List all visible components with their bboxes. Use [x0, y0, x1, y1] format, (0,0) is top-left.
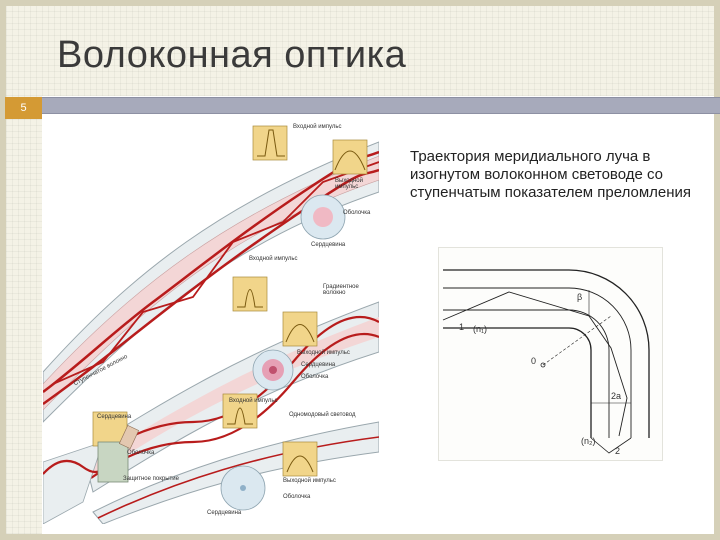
- fiber-types-illustration: Входной импульс Выходной импульс Оболочк…: [43, 122, 379, 524]
- left-strip: [0, 0, 42, 540]
- bent-fiber-drawing: [442, 269, 650, 454]
- label-n2: (n₂): [581, 436, 596, 446]
- title-rule: [42, 97, 720, 114]
- label-cladding-1: Оболочка: [343, 210, 371, 216]
- label-cladding-4: Оболочка: [283, 494, 311, 500]
- slide-title: Волоконная оптика: [57, 34, 407, 76]
- label-core-3: Сердцевина: [97, 414, 132, 420]
- label-output-pulse-3: Выходной импульс: [283, 478, 336, 484]
- bent-fiber-diagram: 1 (n₁) 0 β 2a (n₂) 2: [438, 247, 663, 461]
- fiber-drawing: [43, 125, 379, 524]
- label-2a: 2a: [611, 391, 622, 401]
- slide-number: 5: [5, 97, 42, 119]
- label-output-pulse-2: Выходной импульс: [297, 350, 350, 356]
- figure-caption: Траектория меридиального луча в изогнуто…: [410, 148, 692, 201]
- label-two: 2: [615, 446, 621, 456]
- label-core-1: Сердцевина: [311, 242, 346, 248]
- label-zero: 0: [531, 356, 537, 366]
- label-core-4: Сердцевина: [207, 510, 242, 516]
- label-input-pulse-1: Входной импульс: [293, 124, 342, 130]
- label-input-pulse-2: Входной импульс: [249, 256, 298, 262]
- label-single-mode: Одномодовый световод: [289, 412, 356, 418]
- label-beta: β: [577, 292, 583, 302]
- label-n1: (n₁): [473, 324, 488, 334]
- label-cladding-3: Оболочка: [127, 450, 155, 456]
- label-cladding-2: Оболочка: [301, 374, 329, 380]
- label-protective: Защитное покрытие: [123, 476, 179, 482]
- label-core-2: Сердцевина: [301, 362, 336, 368]
- title-band: [0, 0, 720, 96]
- label-one: 1: [459, 322, 465, 332]
- label-output-pulse-1: Выходной импульс: [335, 178, 363, 190]
- label-input-pulse-3: Входной импульс: [229, 398, 278, 404]
- label-gradient: Градиентное волокно: [323, 284, 359, 296]
